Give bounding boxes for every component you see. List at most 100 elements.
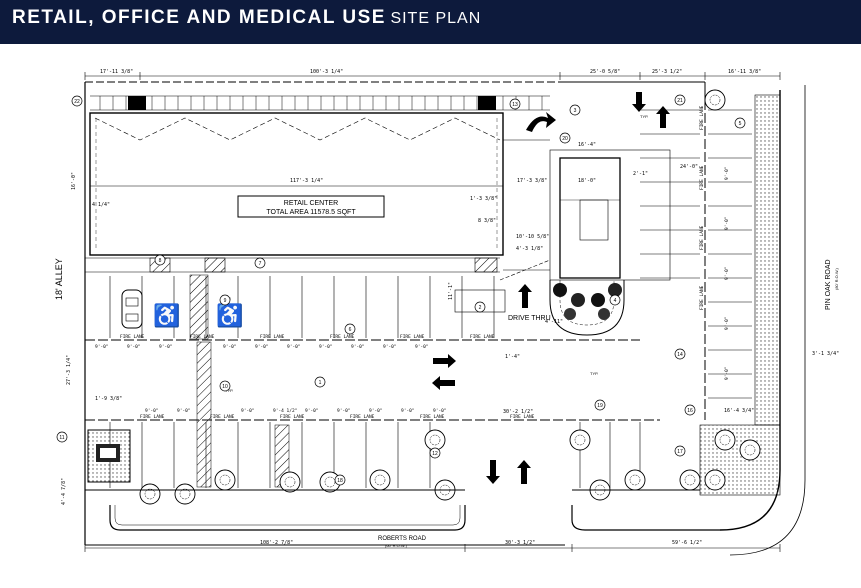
dumpster-pad-left [128, 96, 146, 110]
keynote-tag-icon [219, 380, 231, 392]
keynote-tag-number: 17 [677, 449, 683, 455]
crosswalk-hatch [196, 341, 212, 488]
dim-building-width: 117'-3 1/4" [290, 178, 323, 184]
arrow-up-icon [656, 106, 670, 128]
dim-dt-7: 18'-0" [578, 178, 596, 184]
tree-canopy [744, 444, 756, 456]
keynote-tag-number: 6 [349, 327, 352, 333]
top-dimensions [84, 72, 781, 80]
fire-lane-label: FIRE LANE [280, 414, 305, 420]
dim-right-3: 3'-1 3/4" [812, 351, 839, 357]
tree-icon [704, 89, 726, 111]
drive-thru-label: DRIVE THRU [508, 315, 551, 322]
tree-icon [714, 429, 736, 451]
tree-canopy [284, 476, 296, 488]
right-parking-stalls [640, 109, 752, 399]
dim-left-5: 27'-3 1/4" [66, 355, 72, 385]
keynote-tag-number: 20 [562, 136, 568, 142]
keynote-tag-icon [334, 474, 346, 486]
west-street-label: 18' ALLEY [54, 258, 64, 300]
dim-top-left: 17'-11 3/8" [100, 69, 133, 75]
south-street-note: (60' R.O.W.) [385, 543, 408, 548]
stall-dimension: 9'-0" [724, 216, 730, 230]
top-fence [90, 95, 550, 111]
keynote-tag-icon [674, 348, 686, 360]
keynote-tag-number: 8 [159, 258, 162, 264]
right-landscape-strip [699, 94, 781, 496]
tree-canopy [179, 488, 191, 500]
fire-lane-label: FIRE LANE [699, 165, 705, 190]
dim-top-mid: 25'-0 5/8" [590, 69, 620, 75]
fire-lane-label: FIRE LANE [420, 414, 445, 420]
stall-dimension: 9'-0" [177, 408, 191, 414]
stall-dimension: 9'-0" [319, 344, 333, 350]
tree-canopy [684, 474, 696, 486]
fire-lane-label: FIRE LANE [260, 334, 285, 340]
dim-left-2: 4'-4 7/8" [61, 478, 67, 505]
stall-dimension: 9'-0" [145, 408, 159, 414]
drive-thru-lane [454, 139, 551, 313]
drive-thru-landscape [553, 283, 622, 320]
stall-dimension: 9'-0" [255, 344, 269, 350]
tree-symbols [139, 89, 761, 505]
fire-lane-label: FIRE LANE [400, 334, 425, 340]
stall-dimension: 9'-0" [223, 344, 237, 350]
keynote-tag-number: 21 [677, 98, 683, 104]
dim-bottom-left: 108'-2 7/8" [260, 540, 293, 546]
fire-lane-label: FIRE LANE [190, 334, 215, 340]
stall-dimension: 9'-0" [287, 344, 301, 350]
front-sidewalk [85, 257, 500, 273]
dim-dt-8: 16'-4" [578, 142, 596, 148]
keynote-tag-icon [734, 117, 746, 129]
building-area: TOTAL AREA 11578.5 SQFT [266, 209, 356, 216]
stall-dimension: 9'-0" [305, 408, 319, 414]
dim-building-depth: 16'-0" [71, 172, 77, 190]
keynote-tag-number: 18 [337, 478, 343, 484]
keynote-tag-number: 4 [614, 298, 617, 304]
stall-dimension: 9'-0" [401, 408, 415, 414]
fire-lane-label: FIRE LANE [350, 414, 375, 420]
traffic-arrows [432, 92, 670, 484]
keynote-tag-number: 22 [74, 99, 80, 105]
keynote-tag-icon [509, 98, 521, 110]
dumpster-enclosure [87, 429, 131, 483]
east-street-label: PIN OAK ROAD [825, 259, 832, 310]
stall-dimension: 9'-0" [351, 344, 365, 350]
tree-icon [624, 469, 646, 491]
tree-icon [704, 469, 726, 491]
tree-canopy [709, 474, 721, 486]
typ-label: TYP. [640, 114, 648, 119]
tree-canopy [324, 476, 336, 488]
keynote-tag-icon [594, 399, 606, 411]
east-street-note: (80' R.O.W.) [834, 267, 839, 290]
tree-icon [424, 429, 446, 451]
tree-icon [739, 439, 761, 461]
tree-icon [279, 471, 301, 493]
typ-label: TYP. [590, 371, 598, 376]
keynote-tag-number: 10 [222, 384, 228, 390]
keynote-tag-icon [674, 445, 686, 457]
keynote-tag-icon [559, 132, 571, 144]
dim-dt-5: 8 3/8" [478, 218, 496, 224]
dim-top-main: 100'-3 1/4" [310, 69, 343, 75]
keynote-tag-icon [314, 376, 326, 388]
keynote-tag-number: 9 [224, 298, 227, 304]
dim-top-right1: 25'-3 1/2" [652, 69, 682, 75]
stall-dimension: 9'-0" [415, 344, 429, 350]
tree-canopy [574, 434, 586, 446]
keynote-tag-icon [56, 431, 68, 443]
tree-icon [139, 483, 161, 505]
bottom-dimensions [84, 544, 781, 552]
dim-right-4: 16'-4 3/4" [724, 408, 754, 414]
curved-arrow-icon [526, 112, 556, 132]
retail-building [89, 112, 504, 256]
keynote-tag-number: 13 [512, 102, 518, 108]
keynote-tag-icon [569, 104, 581, 116]
dim-dt-1: 10'-10 5/8" [516, 234, 549, 240]
stall-dimension: 9'-0" [337, 408, 351, 414]
keynote-tag-number: 14 [677, 352, 683, 358]
fire-lane-label: FIRE LANE [120, 334, 145, 340]
bottom-planter [85, 489, 720, 531]
fire-lane-label: FIRE LANE [330, 334, 355, 340]
